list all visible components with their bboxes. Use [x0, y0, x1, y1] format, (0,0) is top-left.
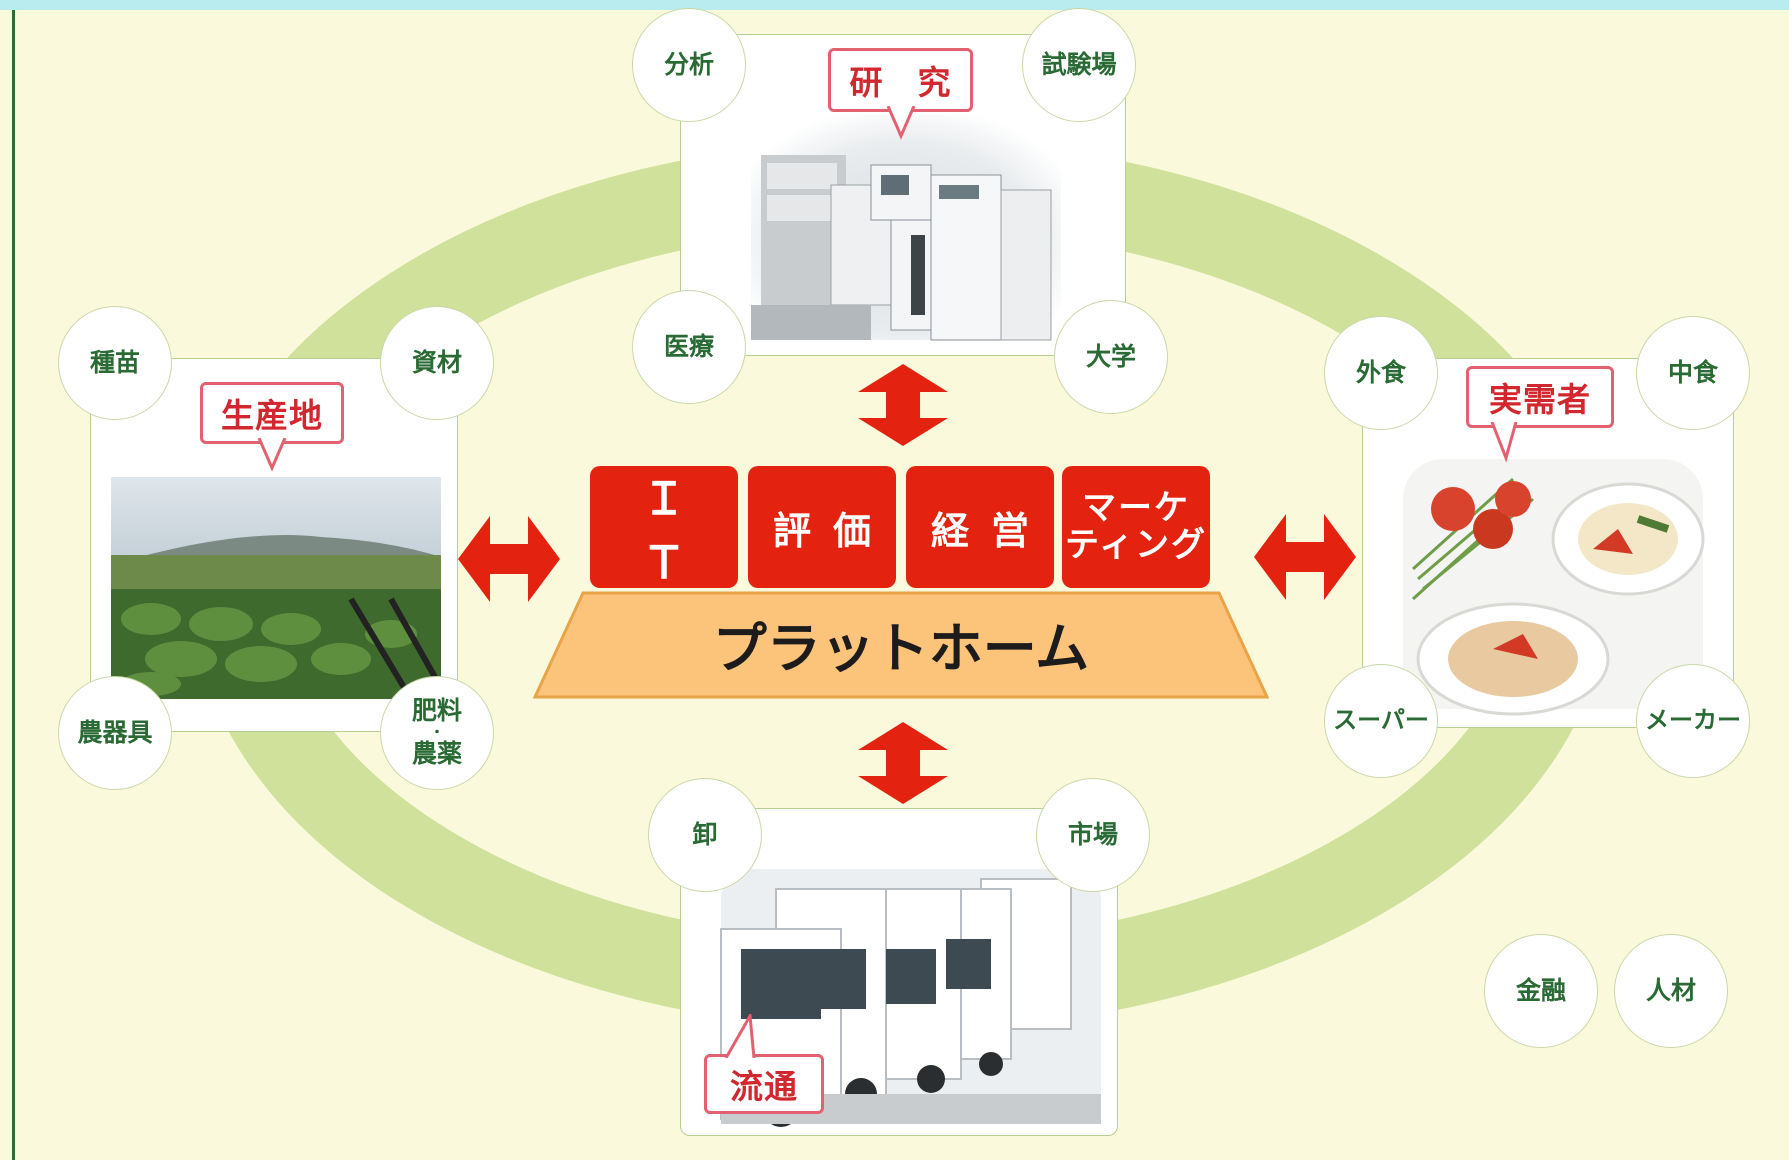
production-bubble-tail — [257, 438, 287, 472]
circle-university: 大学 — [1054, 300, 1168, 414]
pesticide-label: 農薬 — [411, 739, 462, 768]
circle-materials: 資材 — [380, 306, 494, 420]
marketing-line-2: ティング — [1065, 525, 1207, 565]
circle-fertilizer-pesticide: 肥料 ・ 農薬 — [380, 676, 494, 790]
consumer-bubble-tail — [1490, 422, 1518, 462]
box-marketing: マーケ ティング — [1062, 466, 1210, 588]
top-border — [0, 0, 1789, 10]
production-bubble: 生産地 — [200, 382, 344, 444]
circle-wholesale: 卸 — [648, 778, 762, 892]
circle-eating-out: 外食 — [1324, 316, 1438, 430]
arrow-up-down-distribution — [858, 722, 948, 804]
arrow-left-right-consumer — [1254, 514, 1356, 600]
circle-prepared-food: 中食 — [1636, 316, 1750, 430]
circle-testing-station: 試験場 — [1022, 8, 1136, 122]
box-it: ＩＴ — [590, 466, 738, 589]
distribution-bubble: 流通 — [704, 1054, 824, 1114]
box-evaluation: 評価 — [748, 466, 896, 588]
distribution-bubble-tail — [724, 1014, 756, 1058]
box-management: 経営 — [906, 466, 1054, 588]
platform-trapezoid — [533, 591, 1269, 699]
fertilizer-label: 肥料 — [411, 696, 462, 726]
circle-human-resources: 人材 — [1614, 934, 1728, 1048]
circle-finance: 金融 — [1484, 934, 1598, 1048]
platform-label: プラットホーム — [712, 617, 1090, 680]
arrow-left-right-production — [458, 516, 560, 602]
research-bubble-tail — [886, 106, 916, 140]
consumer-bubble: 実需者 — [1466, 366, 1614, 428]
marketing-line-1: マーケ — [1082, 487, 1190, 528]
food-dishes-photo — [1403, 459, 1705, 716]
circle-seeds: 種苗 — [58, 306, 172, 420]
circle-analysis: 分析 — [632, 8, 746, 122]
lab-equipment-photo — [751, 115, 1061, 341]
circle-supermarket: スーパー — [1324, 664, 1438, 778]
left-border — [12, 10, 15, 1160]
research-bubble: 研 究 — [828, 48, 973, 112]
arrow-up-down-research — [858, 364, 948, 446]
cabbage-field-photo — [111, 477, 441, 701]
circle-farm-equipment: 農器具 — [58, 676, 172, 790]
circle-manufacturer: メーカー — [1636, 664, 1750, 778]
circle-market: 市場 — [1036, 778, 1150, 892]
circle-medical: 医療 — [632, 290, 746, 404]
separator-dot: ・ — [429, 725, 444, 741]
